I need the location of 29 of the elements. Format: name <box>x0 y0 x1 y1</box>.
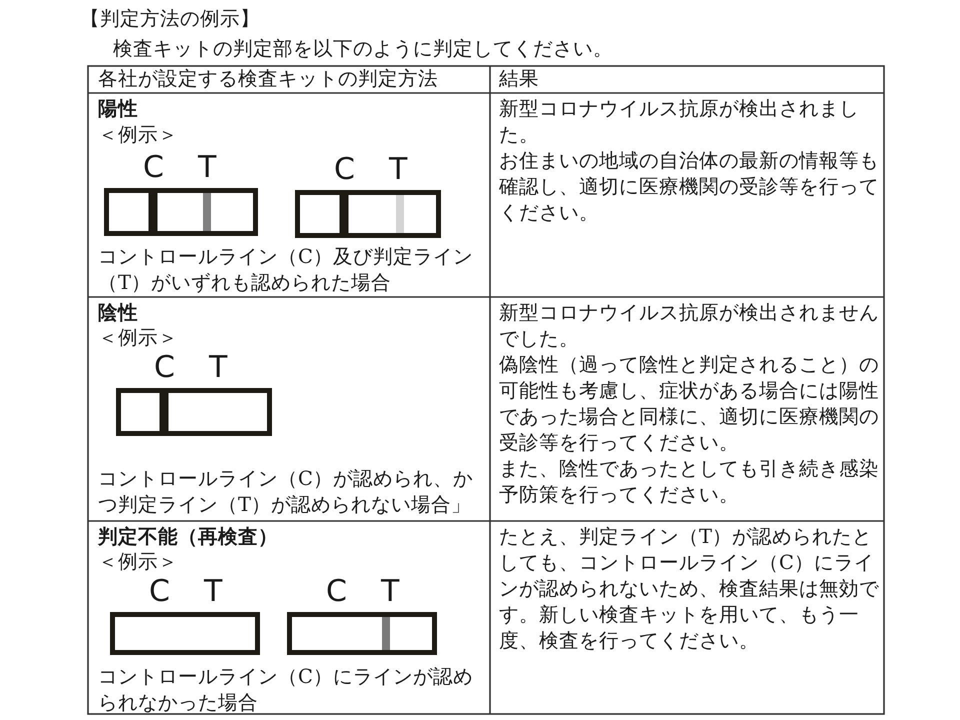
condition-text: コントロールライン（C）にラインが認められなかった場合 <box>98 664 474 716</box>
result-text: たとえ、判定ライン（T）が認められたとしても、コントロールライン（C）にラインが認められないため、検査結果は無効です。新しい検査キットを用いて、もう一度、検査を行ってください。 <box>499 524 879 654</box>
result-text: また、陰性であったとしても引き続き感染予防策を行ってください。 <box>499 456 879 508</box>
row-heading: 陰性 <box>98 300 138 326</box>
row-heading: 陽性 <box>98 96 138 122</box>
line-letter: C <box>154 352 175 384</box>
line-letter: T <box>389 154 408 186</box>
result-text: 偽陰性（過って陰性と判定されること）の可能性も考慮し、症状がある場合には陽性であった場合と同様に、適切に医療機関の受診等を行ってください。 <box>499 352 879 456</box>
heading: 【判定方法の例示】 <box>80 6 260 32</box>
condition-text: コントロールライン（C）及び判定ライン（T）がいずれも認められた場合 <box>98 244 474 296</box>
example-label: ＜例示＞ <box>98 325 178 351</box>
result-text: 新型コロナウイルス抗原が検出されました。 <box>499 96 860 148</box>
line-letter: T <box>381 576 400 608</box>
line-letter: C <box>143 152 164 184</box>
line-letter: C <box>334 154 355 186</box>
instruction-text: 検査キットの判定部を以下のように判定してください。 <box>113 36 613 62</box>
line-letter: T <box>198 152 216 184</box>
row-heading: 判定不能（再検査） <box>98 524 278 550</box>
column-header: 結果 <box>499 66 539 92</box>
result-text: お住まいの地域の自治体の最新の情報等も確認し、適切に医療機関の受診等を行ってください。 <box>499 148 879 226</box>
line-letter: T <box>204 576 222 608</box>
line-letter: C <box>326 576 347 608</box>
example-label: ＜例示＞ <box>98 122 178 148</box>
column-header: 各社が設定する検査キットの判定方法 <box>98 66 438 92</box>
line-letter: T <box>209 352 228 384</box>
condition-text: コントロールライン（C）が認められ、かつ判定ライン（T）が認められない場合」 <box>98 466 474 518</box>
line-letter: C <box>149 576 170 608</box>
example-label: ＜例示＞ <box>98 549 178 575</box>
result-text: 新型コロナウイルス抗原が検出されませんでした。 <box>499 300 879 352</box>
